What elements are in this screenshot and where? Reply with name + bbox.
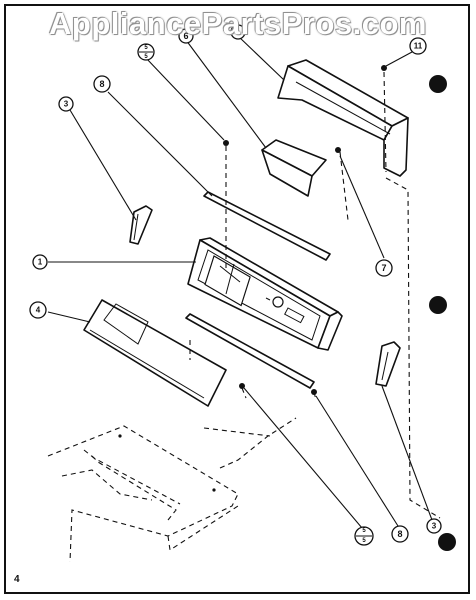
part-end-cap-right: [375, 341, 401, 387]
svg-text:1: 1: [38, 258, 43, 267]
part-trim-strip-bottom: [185, 313, 315, 389]
svg-text:6: 6: [183, 31, 188, 41]
svg-text:5: 5: [144, 54, 148, 60]
control-knob: [272, 296, 284, 308]
watermark-text: AppliancePartsPros.com: [49, 6, 427, 41]
screws: [223, 65, 387, 395]
callout-6: 6: [178, 28, 194, 44]
callout-top-right-frame: [230, 24, 246, 40]
screw-bottom-left: [239, 383, 245, 389]
screw-bracket: [381, 65, 387, 71]
callout-4: 4: [29, 301, 47, 319]
svg-text:8: 8: [99, 79, 104, 89]
svg-text:8: 8: [397, 529, 402, 539]
callout-7: 7: [375, 259, 393, 277]
callout-3-right: 3: [426, 518, 442, 534]
part-clip: [261, 139, 327, 197]
page-number: 4: [14, 574, 20, 585]
cabinet-base-outline: [47, 425, 239, 563]
svg-text:5: 5: [362, 528, 366, 534]
binder-hole-middle: [429, 296, 447, 314]
control-buttons: [284, 307, 305, 324]
screw-top-left: [223, 140, 229, 146]
display-window: [204, 255, 251, 307]
part-overlay-panel: [83, 299, 227, 407]
part-control-panel: [187, 237, 343, 351]
svg-text:5: 5: [144, 45, 148, 51]
callout-5-bottom: 5 5: [354, 526, 374, 546]
screw-top-right: [335, 147, 341, 153]
svg-text:11: 11: [414, 42, 423, 51]
callout-1: 1: [32, 254, 48, 270]
svg-text:5: 5: [362, 538, 366, 544]
callout-8-top: 8: [93, 75, 111, 93]
binder-hole-top: [429, 75, 447, 93]
screw-bottom-right: [311, 389, 317, 395]
drawing-frame: [4, 4, 470, 594]
callout-8-bottom: 8: [391, 525, 409, 543]
binder-hole-bottom: [438, 533, 456, 551]
callout-5-top: 5 5: [137, 43, 155, 61]
assembly-lines: [189, 71, 441, 519]
callout-11: 11: [409, 37, 427, 55]
callout-3-left: 3: [58, 96, 74, 112]
part-end-cap-left: [129, 205, 153, 245]
svg-text:3: 3: [432, 522, 437, 531]
svg-text:3: 3: [64, 100, 69, 109]
svg-text:4: 4: [36, 306, 41, 315]
svg-text:7: 7: [381, 263, 386, 273]
part-top-bracket: [277, 59, 409, 177]
part-trim-strip-top: [203, 191, 331, 261]
leader-lines: [47, 35, 433, 529]
